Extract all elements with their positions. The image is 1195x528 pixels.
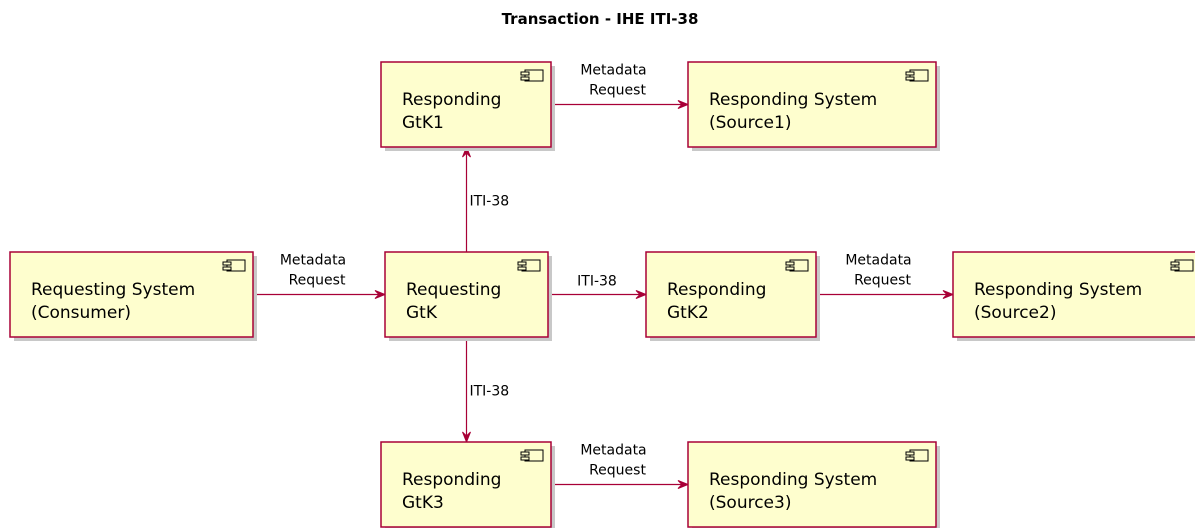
node-label-line2: GtK1 [402,113,444,133]
component-icon [222,259,246,272]
node-box [380,441,552,528]
node-label-line1: Responding System [709,470,877,490]
diagram-title: Transaction - IHE ITI-38 [502,10,699,28]
arrowhead [635,290,648,299]
edge-label-line1: ITI-38 [470,384,510,400]
node-label-line1: Responding System [974,280,1142,300]
component-node-src2: Responding System (Source2) [952,251,1195,341]
arrowhead [462,145,471,158]
component-node-src3: Responding System (Source3) [687,441,940,528]
component-node-consumer: Requesting System (Consumer) [9,251,257,341]
component-node-src1: Responding System (Source1) [687,61,940,151]
node-box [687,441,937,528]
edge-label-line1: Metadata [580,63,646,79]
node-label-line1: Responding [402,90,501,110]
node-label-line2: (Source1) [709,113,791,133]
node-box [9,251,254,338]
edge-label-reqgtk-to-gtk2: ITI-38 [577,274,617,290]
edge-label-line1: Metadata [280,253,346,269]
node-label-line1: Responding System [709,90,877,110]
arrowhead [677,480,690,489]
edge-labels-layer: MetadataRequestITI-38ITI-38ITI-38Metadat… [280,63,912,479]
edge-reqgtk-to-gtk3 [462,337,471,444]
edge-label-line1: ITI-38 [577,274,617,290]
component-icon [520,69,544,82]
node-label-line2: (Source3) [709,493,791,513]
edge-label-line1: ITI-38 [470,194,510,210]
node-box [952,251,1195,338]
edge-reqgtk-to-gtk1 [462,145,471,252]
component-icon [785,259,809,272]
node-label-line2: GtK3 [402,493,444,513]
node-box [687,61,937,148]
node-label-line2: (Consumer) [31,303,131,323]
edge-reqgtk-to-gtk2 [548,290,648,299]
component-node-gtk2: Responding GtK2 [645,251,820,341]
component-icon [1170,259,1194,272]
component-icon [517,259,541,272]
node-label-line2: GtK2 [667,303,709,323]
arrowhead [677,100,690,109]
edge-label-reqgtk-to-gtk1: ITI-38 [470,194,510,210]
component-icon [520,449,544,462]
node-label-line2: (Source2) [974,303,1056,323]
component-node-gtk3: Responding GtK3 [380,441,555,528]
node-label-line1: Responding [402,470,501,490]
edge-consumer-to-reqgtk [253,290,387,299]
arrowhead [462,431,471,444]
node-box [384,251,549,338]
edge-label-line2: Request [854,273,911,289]
edge-label-line1: Metadata [580,443,646,459]
node-box [380,61,552,148]
node-label-line1: Requesting System [31,280,195,300]
edge-label-line2: Request [589,83,646,99]
edge-label-line1: Metadata [845,253,911,269]
edge-label-reqgtk-to-gtk3: ITI-38 [470,384,510,400]
component-node-reqgtk: Requesting GtK [384,251,552,341]
edge-gtk3-to-src3 [551,480,690,489]
component-icon [905,69,929,82]
component-icon [905,449,929,462]
edge-gtk2-to-src2 [816,290,955,299]
arrowhead [374,290,387,299]
node-label-line2: GtK [406,303,438,323]
edge-label-line2: Request [589,463,646,479]
node-label-line1: Responding [667,280,766,300]
node-label-line1: Requesting [406,280,501,300]
arrowhead [942,290,955,299]
node-box [645,251,817,338]
nodes-layer: Requesting System (Consumer) Requesting G… [9,61,1195,528]
edges-layer [253,100,955,489]
component-node-gtk1: Responding GtK1 [380,61,555,151]
edge-label-line2: Request [289,273,346,289]
edge-gtk1-to-src1 [551,100,690,109]
